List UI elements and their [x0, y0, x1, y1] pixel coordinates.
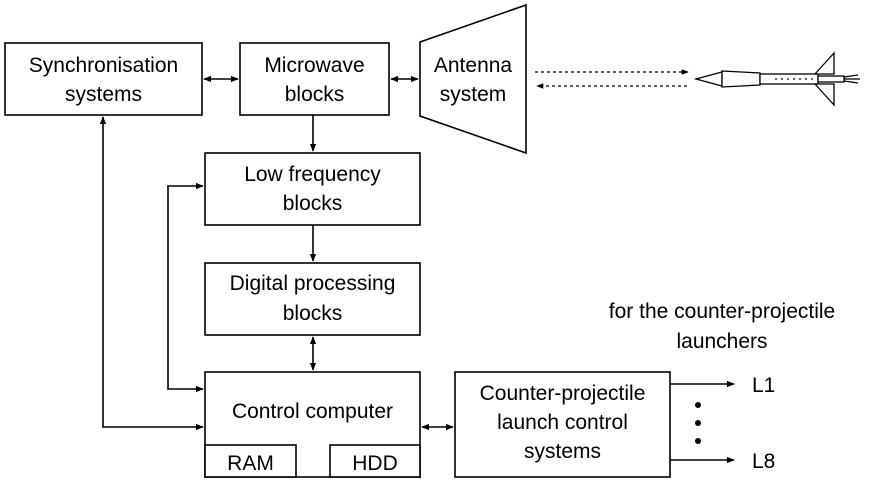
digital-processing-block: Digital processing blocks — [204, 262, 421, 336]
launch-control-label-line2: launch control — [497, 411, 628, 434]
microwave-block: Microwave blocks — [239, 42, 390, 116]
ellipsis-dots — [695, 402, 701, 444]
sync-label-line2: systems — [65, 83, 142, 106]
ram-label: RAM — [227, 452, 274, 475]
hdd-block — [329, 444, 421, 478]
antenna-block: Antenna system — [419, 3, 527, 155]
ram-block — [204, 444, 297, 478]
antenna-label-line1: Antenna — [434, 54, 513, 77]
low-frequency-label-line1: Low frequency — [244, 163, 381, 186]
launch-control-label-line1: Counter-projectile — [480, 382, 646, 405]
low-frequency-block: Low frequency blocks — [204, 152, 421, 226]
l1-label: L1 — [752, 374, 775, 397]
digital-processing-label-line2: blocks — [283, 302, 343, 325]
low-frequency-label-line2: blocks — [283, 192, 343, 215]
sync-block: Synchronisation systems — [4, 42, 203, 116]
sync-label-line1: Synchronisation — [29, 54, 178, 77]
launchers-note-line2: launchers — [676, 330, 767, 353]
hdd-label: HDD — [352, 452, 398, 475]
l8-label: L8 — [752, 450, 775, 473]
projectile-icon — [693, 51, 860, 107]
launchers-note-line1: for the counter-projectile — [609, 300, 835, 323]
launch-control-label-line3: systems — [524, 440, 601, 463]
digital-processing-label-line1: Digital processing — [230, 272, 396, 295]
antenna-label-line2: system — [440, 83, 507, 106]
launch-control-block: Counter-projectile launch control system… — [454, 371, 671, 478]
sync-computer-arrow — [99, 116, 204, 431]
microwave-label-line1: Microwave — [264, 54, 364, 77]
control-computer-block: Control computer RAM HDD — [204, 371, 421, 478]
control-computer-label: Control computer — [232, 400, 393, 423]
microwave-label-line2: blocks — [285, 83, 345, 106]
lowfreq-computer-arrow — [167, 182, 204, 393]
